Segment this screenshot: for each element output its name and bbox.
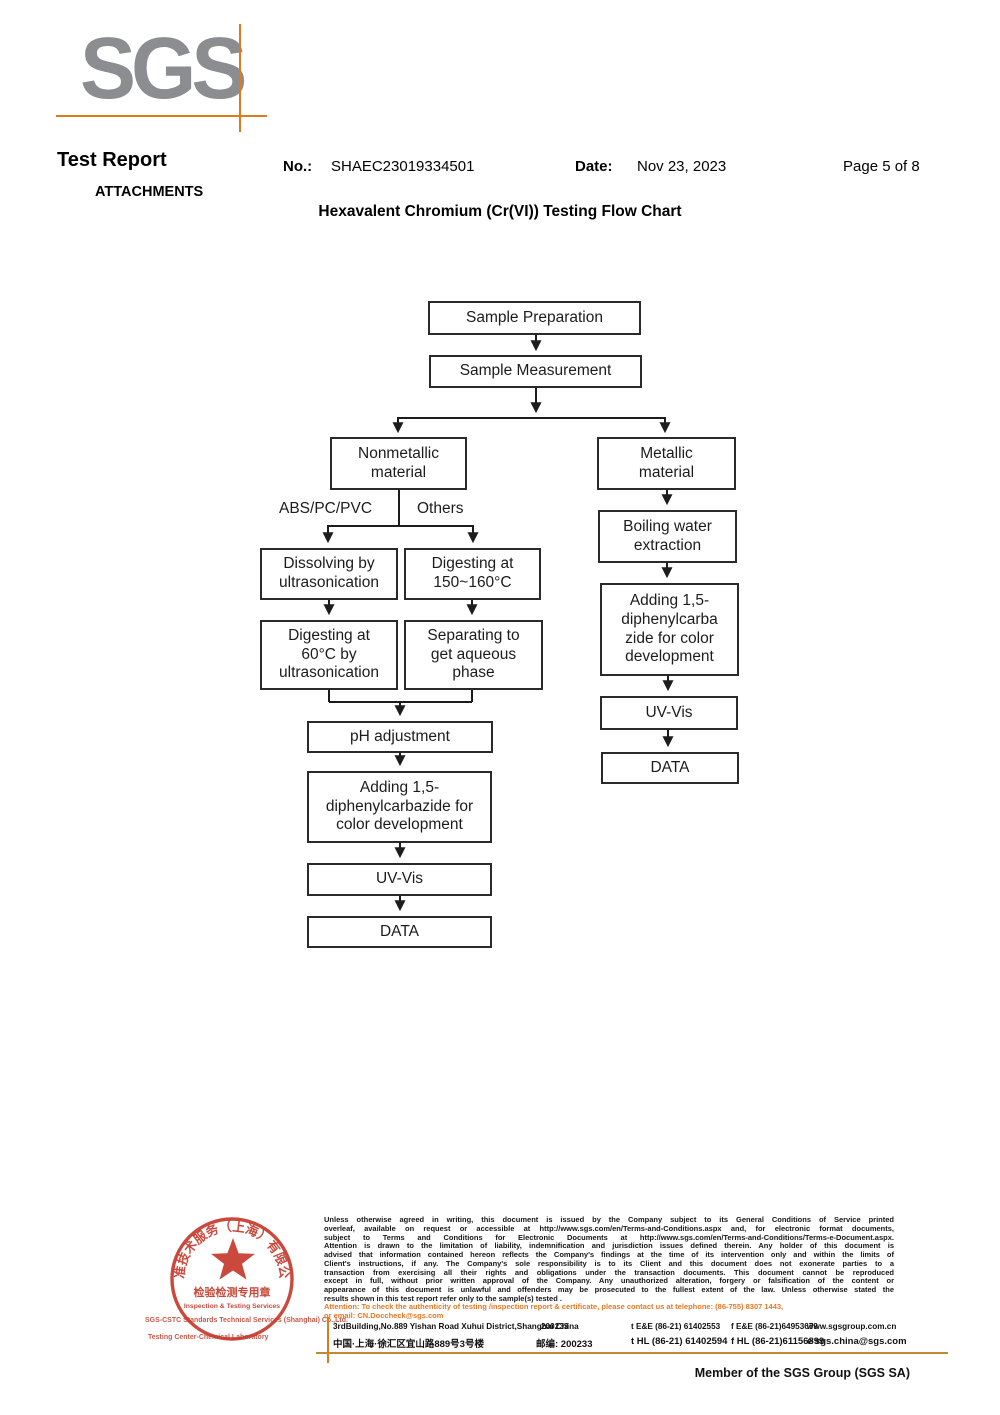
flowchart-title: Hexavalent Chromium (Cr(VI)) Testing Flo… (318, 203, 682, 220)
legal-line: Attention is drawn to the limitation of … (324, 1241, 894, 1251)
address-fax-en: f E&E (86-21)64953679 (731, 1322, 818, 1331)
legal-line: advised that information contained hereo… (324, 1250, 894, 1259)
stamp-center-line2: Inspection & Testing Services (184, 1303, 280, 1310)
inspection-stamp: 标准技术服务（上海）有限公司 检验检测专用章 Inspection & Test… (162, 1208, 294, 1341)
legal-line: transaction from exercising all their ri… (324, 1267, 894, 1277)
address-zip-en: 200233 (541, 1322, 569, 1331)
report-no-label: No.: (283, 158, 313, 175)
page-number: Page 5 of 8 (843, 158, 920, 175)
flow-node-digesting-150-160: Digesting at 150~160°C (404, 548, 541, 600)
logo-vertical-line (239, 24, 241, 132)
legal-line: overleaf, available on request or access… (324, 1223, 894, 1233)
attention-line1: Attention: To check the authenticity of … (324, 1302, 784, 1311)
flow-node-digesting-60: Digesting at 60°C by ultrasonication (260, 620, 398, 690)
legal-line: appearance of this document is unlawful … (324, 1285, 894, 1294)
flow-node-data-left: DATA (307, 916, 492, 948)
address-fax-cn: f HL (86-21)61156899 (731, 1336, 825, 1347)
address-street-cn: 中国·上海·徐汇区宜山路889号3号楼 (333, 1339, 484, 1350)
flow-node-dissolving-ultrasonication: Dissolving by ultrasonication (260, 548, 398, 600)
report-no-value: SHAEC23019334501 (331, 158, 475, 175)
flow-node-ph-adjustment: pH adjustment (307, 721, 493, 753)
branch-label-others: Others (417, 500, 464, 517)
flow-node-data-right: DATA (601, 752, 739, 784)
address-tel-cn: t HL (86-21) 61402594 (631, 1336, 728, 1347)
stamp-company-line1: SGS-CSTC Standards Technical Services (S… (145, 1317, 348, 1324)
legal-line: except in full, without prior written ap… (324, 1276, 894, 1286)
legal-line: results shown in this test report refer … (324, 1293, 562, 1303)
date-value: Nov 23, 2023 (637, 158, 727, 175)
flow-node-nonmetallic-material: Nonmetallic material (330, 437, 467, 490)
address-zip-cn: 邮编: 200233 (536, 1339, 593, 1350)
flow-node-uv-vis-left: UV-Vis (307, 863, 492, 896)
address-row-en: 3rdBuilding,No.889 Yishan Road Xuhui Dis… (324, 1322, 964, 1335)
report-title: Test Report (57, 149, 167, 171)
flow-node-boiling-water-extraction: Boiling water extraction (598, 510, 737, 563)
member-of-sgs-group: Member of the SGS Group (SGS SA) (694, 1366, 910, 1380)
flow-node-adding-diphenylcarbazide-right: Adding 1,5- diphenylcarba zide for color… (600, 583, 739, 676)
legal-disclaimer: Unless otherwise agreed in writing, this… (324, 1215, 894, 1304)
flow-node-sample-preparation: Sample Preparation (428, 301, 641, 335)
logo-horizontal-line (56, 115, 267, 117)
footer-horizontal-line (316, 1352, 948, 1354)
legal-line: subject to Terms and Conditions for Elec… (324, 1232, 894, 1242)
flow-node-separating-aqueous: Separating to get aqueous phase (404, 620, 543, 690)
address-website: www.sgsgroup.com.cn (807, 1322, 897, 1331)
stamp-center-line1: 检验检测专用章 (194, 1285, 271, 1299)
address-tel-en: t E&E (86-21) 61402553 (631, 1322, 721, 1331)
sgs-logo-text: SGS (80, 19, 247, 117)
legal-line: Unless otherwise agreed in writing, this… (324, 1215, 894, 1224)
flow-node-uv-vis-right: UV-Vis (600, 696, 738, 730)
date-label: Date: (575, 158, 613, 175)
attachments-label: ATTACHMENTS (95, 184, 204, 200)
flow-node-sample-measurement: Sample Measurement (429, 355, 642, 388)
branch-label-abs-pc-pvc: ABS/PC/PVC (279, 500, 373, 517)
flow-node-adding-diphenylcarbazide-left: Adding 1,5- diphenylcarbazide for color … (307, 771, 492, 843)
stamp-star-icon (211, 1238, 255, 1280)
legal-line: Client's instructions, if any. The Compa… (324, 1258, 894, 1268)
footer-vertical-line (327, 1317, 329, 1363)
stamp-company-line2: Testing Center-Chemical Laboratory (148, 1334, 269, 1341)
address-email: e sgs.china@sgs.com (807, 1336, 907, 1347)
attention-line2: or email: CN.Doccheck@sgs.com (324, 1311, 444, 1320)
flow-node-metallic-material: Metallic material (597, 437, 736, 490)
address-row-cn: 中国·上海·徐汇区宜山路889号3号楼 邮编: 200233 t HL (86-… (324, 1336, 964, 1350)
address-street-en: 3rdBuilding,No.889 Yishan Road Xuhui Dis… (333, 1322, 579, 1331)
